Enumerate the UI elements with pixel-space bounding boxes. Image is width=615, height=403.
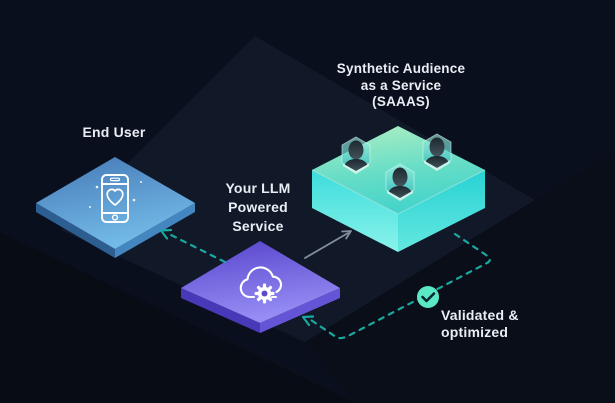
llm-service-tile <box>181 241 340 333</box>
saaas-label-line3: (SAAAS) <box>372 94 430 109</box>
validated-label: Validated & optimized <box>441 307 561 341</box>
end-user-label: End User <box>34 124 194 141</box>
validated-label-line2: optimized <box>441 324 509 340</box>
cloud-gear-icon <box>239 266 283 304</box>
phone-heart-icon <box>101 174 129 223</box>
sparkle-dots <box>89 181 142 208</box>
end-user-label-text: End User <box>82 124 146 140</box>
llm-label-line1: Your LLM <box>225 180 291 196</box>
validated-label-line1: Validated & <box>441 307 519 323</box>
end-user-tile <box>36 157 195 258</box>
check-circle-icon <box>417 286 439 308</box>
synthetic-audience-block <box>311 126 486 252</box>
synthetic-audience-label: Synthetic Audience as a Service (SAAAS) <box>301 61 501 111</box>
arrow-llm-to-enduser <box>159 228 227 264</box>
llm-label-line2: Powered <box>228 199 288 215</box>
saaas-label-line1: Synthetic Audience <box>336 61 466 76</box>
llm-service-label: Your LLM Powered Service <box>193 179 323 236</box>
saaas-label-line2: as a Service <box>360 77 442 93</box>
arrow-llm-to-audience <box>304 230 352 259</box>
llm-label-line3: Service <box>232 218 284 234</box>
gear-icon <box>254 283 275 304</box>
